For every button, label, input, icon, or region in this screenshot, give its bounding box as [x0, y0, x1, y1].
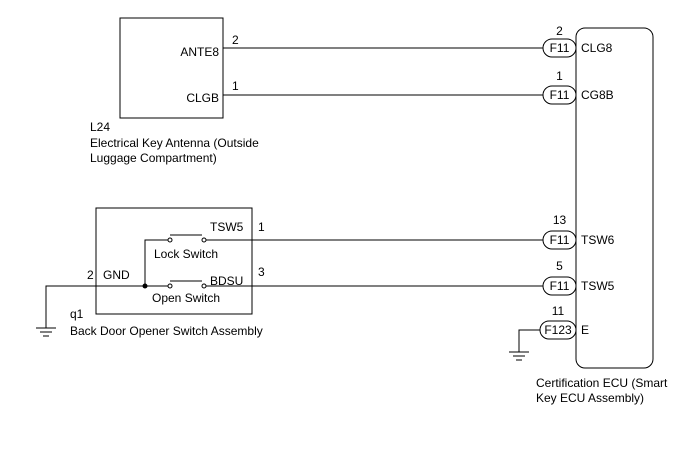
- switch-pin-label-tsw5: TSW5: [210, 220, 244, 234]
- ecu-name-line2: Key ECU Assembly): [536, 391, 644, 405]
- connector-code: F11: [550, 279, 570, 293]
- ecu-terminal: CG8B: [581, 88, 614, 102]
- connector-code: F11: [550, 41, 570, 55]
- connector-pin: 5: [556, 259, 563, 273]
- ecu-connector-tsw6: F11 13 TSW6: [542, 213, 615, 250]
- ecu-terminal: CLG8: [581, 41, 613, 55]
- switch-pin-label-bdsu: BDSU: [210, 274, 243, 288]
- ecu-connector-cg8b: F11 1 CG8B: [542, 69, 614, 105]
- switch-assembly-box: [95, 207, 253, 315]
- ecu-terminal: TSW6: [581, 233, 615, 247]
- ground-symbol-switch: [36, 327, 56, 337]
- ecu-name-line1: Certification ECU (Smart: [536, 376, 668, 390]
- switch-pin-number-tsw5: 1: [258, 220, 265, 234]
- open-switch-symbol: [145, 280, 252, 289]
- lock-switch-label: Lock Switch: [154, 247, 218, 261]
- switch-gnd-label: GND: [103, 268, 130, 282]
- antenna-id: L24: [90, 120, 110, 134]
- connector-pill: [542, 276, 577, 296]
- lock-switch-symbol: [144, 234, 252, 286]
- ecu-terminal: E: [581, 323, 589, 337]
- connector-pin: 2: [556, 24, 563, 38]
- ecu-connector-e: F123 11 E: [539, 304, 589, 340]
- antenna-name-line1: Electrical Key Antenna (Outside: [90, 136, 259, 150]
- ecu-connector-clg8: F11 2 CLG8: [542, 24, 613, 58]
- connector-code: F11: [550, 88, 570, 102]
- open-switch-label: Open Switch: [152, 291, 220, 305]
- ecu-terminal: TSW5: [581, 279, 615, 293]
- antenna-pin-label-ante8: ANTE8: [180, 45, 219, 59]
- connector-pin: 13: [553, 213, 567, 227]
- switch-pin-number-bdsu: 3: [258, 265, 265, 279]
- connector-code: F11: [550, 233, 570, 247]
- switch-gnd-pin: 2: [87, 268, 94, 282]
- connector-pin: 1: [556, 69, 563, 83]
- antenna-pin-label-clgb: CLGB: [186, 91, 219, 105]
- antenna-pin-number-ante8: 2: [232, 33, 239, 47]
- connector-pin: 11: [552, 304, 565, 318]
- switch-assembly-id: q1: [70, 307, 84, 321]
- antenna-pin-number-clgb: 1: [232, 79, 239, 93]
- ground-symbol-ecu: [509, 351, 529, 361]
- connector-pill: [542, 38, 577, 58]
- wire-switch-ground: [45, 285, 96, 328]
- connector-pill: [542, 230, 577, 250]
- connector-code: F123: [544, 323, 572, 337]
- ecu-box: [575, 27, 654, 369]
- antenna-box: [119, 17, 224, 119]
- connector-pill: [542, 85, 577, 105]
- ecu-connector-tsw5: F11 5 TSW5: [542, 259, 615, 296]
- antenna-name-line2: Luggage Compartment): [90, 151, 217, 165]
- switch-assembly-name: Back Door Opener Switch Assembly: [70, 324, 263, 338]
- wire-ecu-ground: [518, 329, 540, 352]
